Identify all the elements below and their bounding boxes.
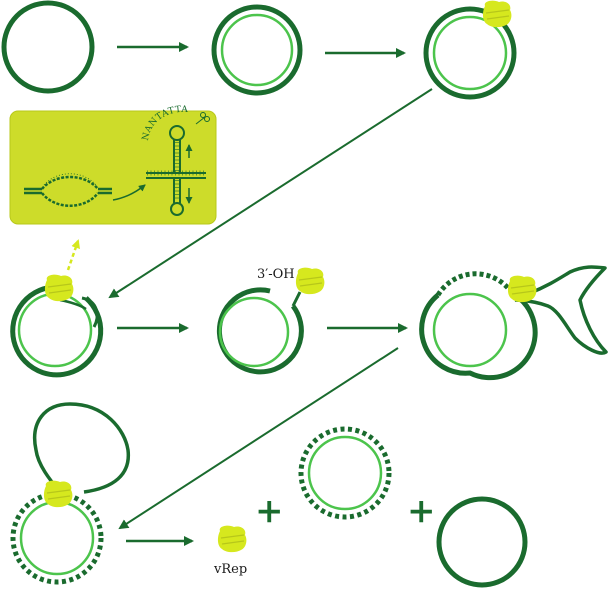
nick-scissors-icon	[195, 112, 210, 125]
plus-sign-2: +	[407, 491, 436, 531]
inset-arrow	[112, 184, 146, 201]
cruciform-structure	[146, 112, 210, 216]
vrep-label: vRep	[213, 562, 247, 577]
released-ssdna-circle	[436, 496, 528, 588]
stem-loop-inset: NANTATTAC	[0, 0, 217, 225]
ssdna-circle	[1, 0, 95, 94]
inset-callout-arrow	[66, 239, 80, 271]
released-vrep: vRep	[213, 524, 248, 577]
rolling-circle-displacement	[419, 265, 608, 381]
dsdna-circle	[211, 4, 303, 96]
step-arrow-6	[118, 347, 399, 530]
vrep-protein-icon	[44, 273, 75, 302]
oh-end-label: 3′-OH	[257, 267, 295, 282]
vrep-protein-icon	[507, 274, 538, 303]
plus-sign-1: +	[255, 491, 284, 531]
vrep-protein-icon	[43, 479, 74, 508]
vrep-protein-icon	[482, 0, 513, 28]
vrep-protein-icon	[295, 266, 326, 295]
dsdna-circle-with-vrep	[423, 0, 517, 100]
vrep-protein-icon	[217, 524, 248, 553]
new-dsdna-circle	[298, 426, 392, 520]
step-arrow-3	[108, 88, 433, 299]
open-circle-3oh: 3′-OH	[216, 266, 326, 375]
melted-bubble	[24, 173, 112, 207]
termination-complex	[10, 402, 130, 585]
nicked-circle-with-vrep	[10, 273, 104, 378]
